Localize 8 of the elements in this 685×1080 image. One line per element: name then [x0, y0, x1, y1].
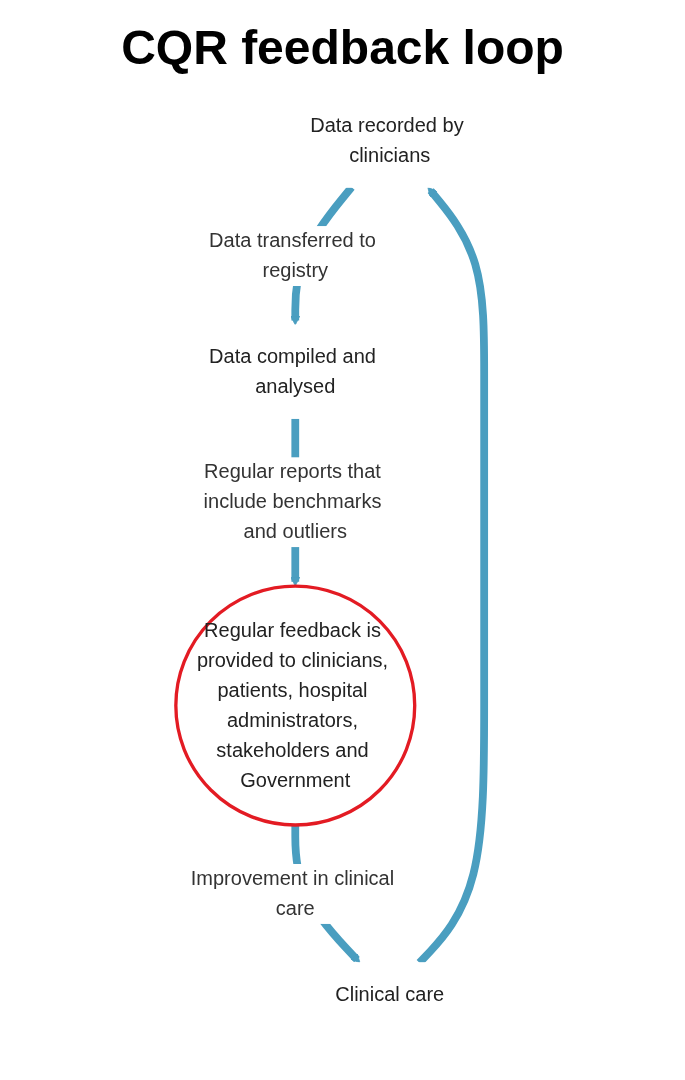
node-text: Data compiled and analysed	[209, 345, 376, 398]
node-text: Data recorded by clinicians	[310, 113, 464, 167]
edge-label: Improvement in clinical care	[190, 867, 395, 920]
edge-label: Data transferred to registry	[209, 229, 376, 282]
node-circle: Regular feedback is provided to clinicians, patients, hospital administrators, stakeholders and Government	[174, 584, 417, 827]
node-text: Clinical care	[335, 982, 445, 1005]
diagram-title: CQR feedback loop	[120, 20, 565, 75]
edge-label: Regular reports that include benchmarks and outliers	[203, 460, 382, 543]
